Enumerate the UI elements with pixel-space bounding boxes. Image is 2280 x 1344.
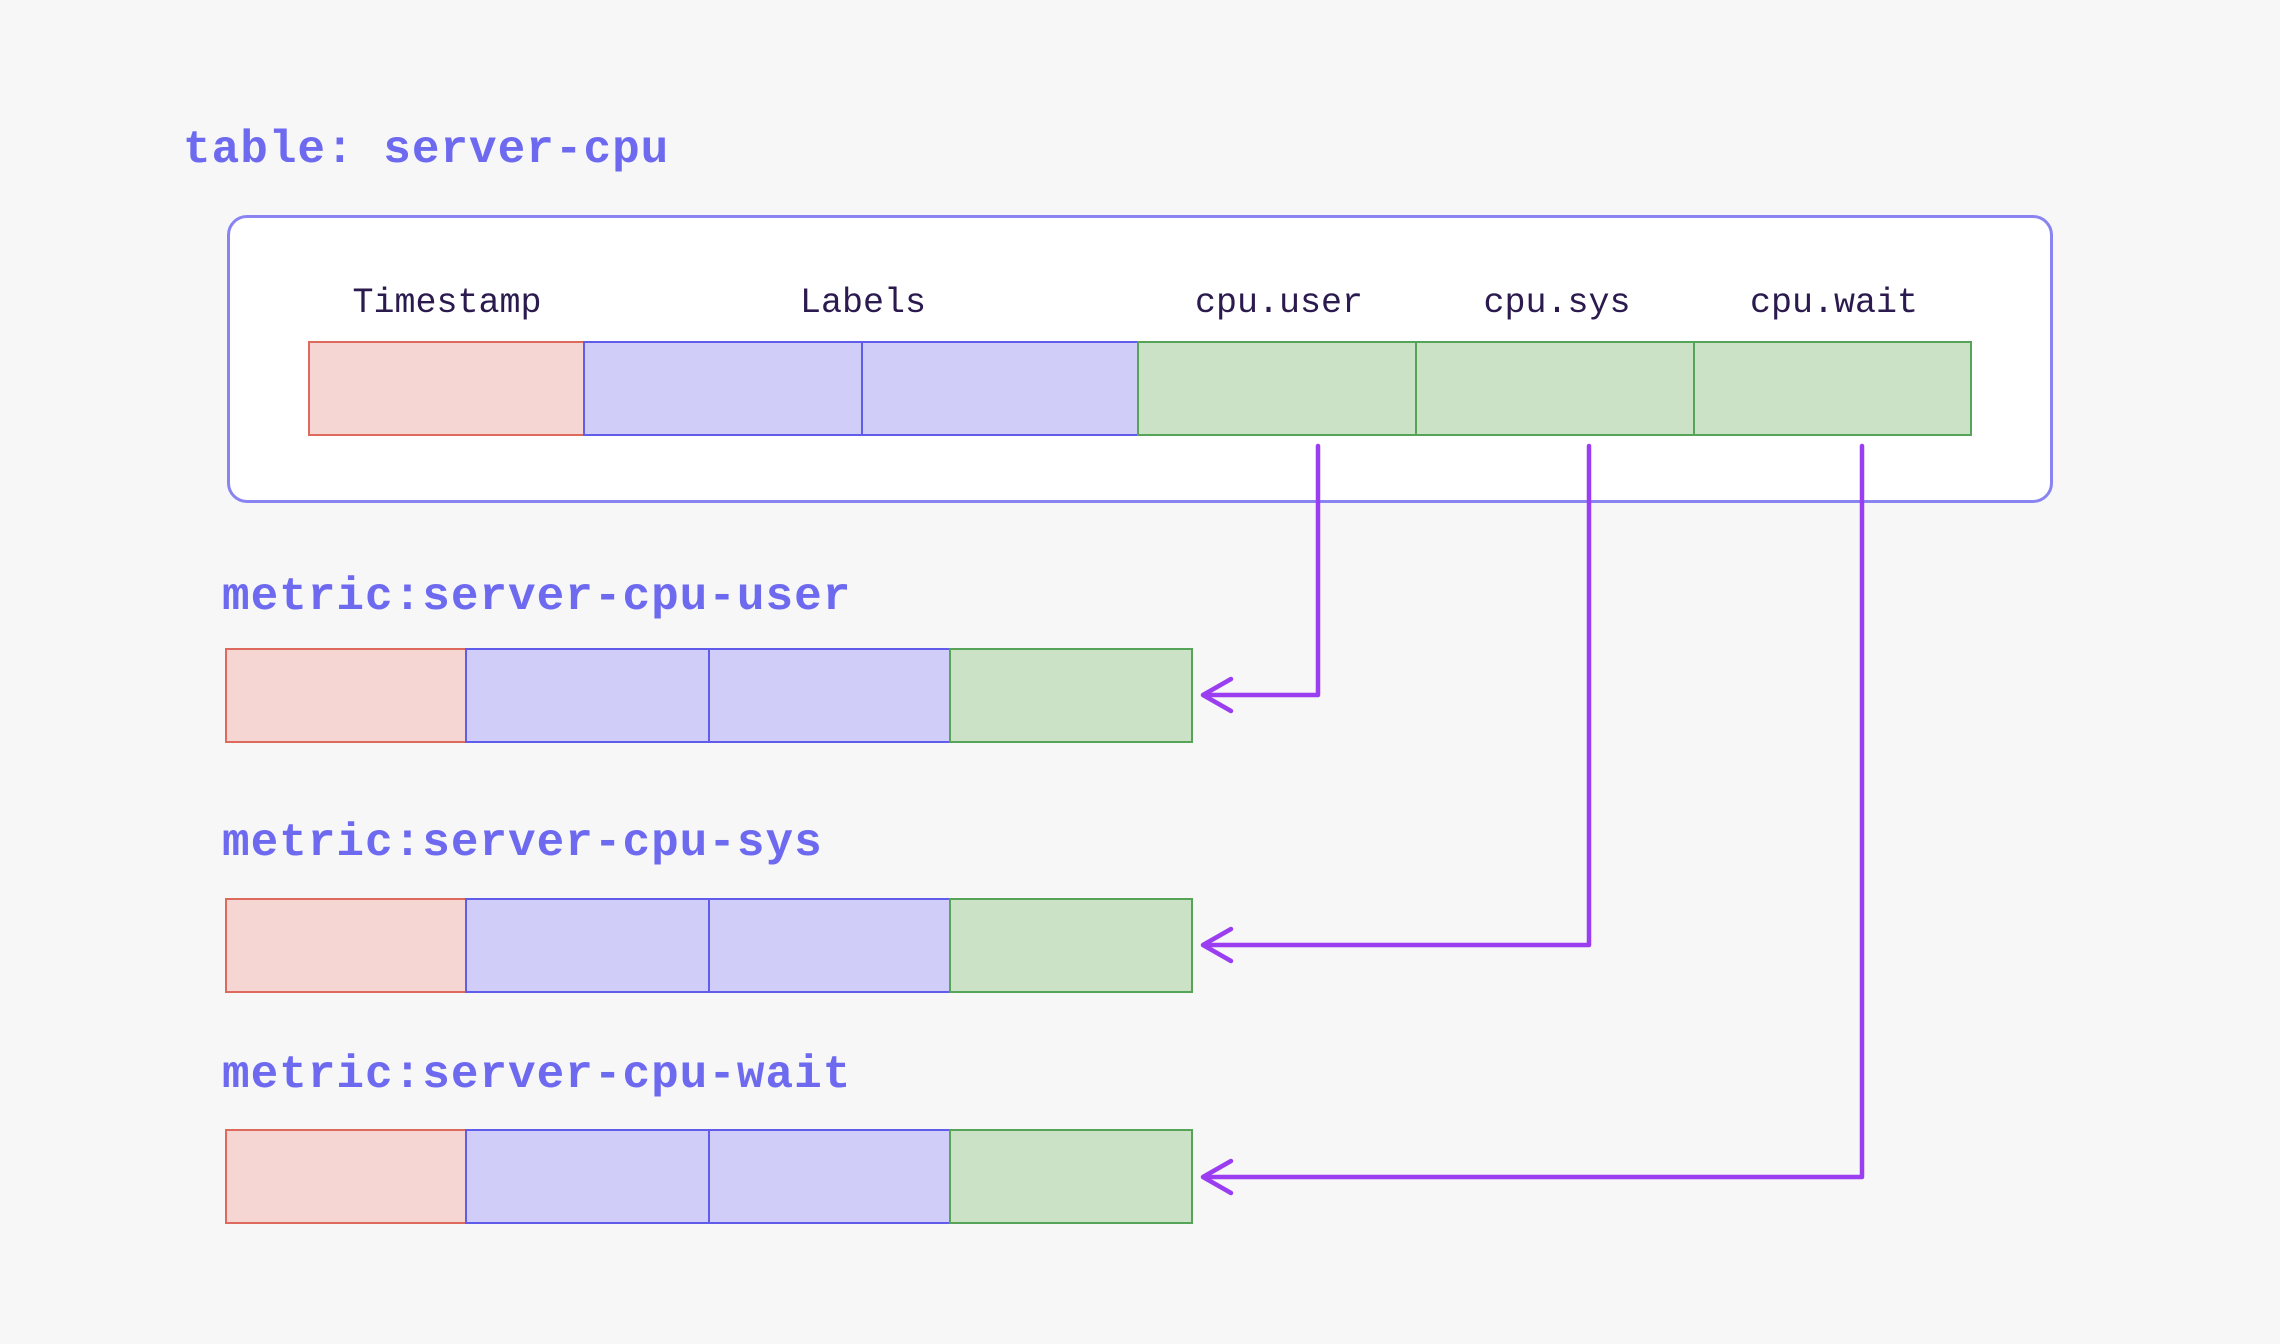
- table-title: table: server-cpu: [183, 124, 670, 176]
- labels-cell: [708, 1129, 951, 1224]
- arrow-cpu-wait-to-metric: [1200, 443, 1865, 1196]
- arrow-cpu-sys-to-metric: [1200, 443, 1592, 964]
- labels-cell: [465, 648, 710, 743]
- timestamp-cell: [225, 898, 467, 993]
- column-header-cpu-user: cpu.user: [1194, 283, 1364, 323]
- labels-cell: [465, 898, 710, 993]
- timestamp-cell: [225, 648, 467, 743]
- cpu-wait-value-cell: [1693, 341, 1972, 436]
- labels-cell: [861, 341, 1139, 436]
- labels-cell: [465, 1129, 710, 1224]
- metric-title-server-cpu-wait: metric:server-cpu-wait: [222, 1049, 852, 1101]
- labels-cell: [708, 898, 951, 993]
- metric-row-server-cpu-user: [225, 648, 1195, 743]
- metric-title-server-cpu-user: metric:server-cpu-user: [222, 571, 852, 623]
- column-header-labels: Labels: [799, 283, 927, 323]
- value-cell: [949, 898, 1193, 993]
- value-cell: [949, 1129, 1193, 1224]
- timestamp-cell: [308, 341, 585, 436]
- table-box: Timestamp Labels cpu.user cpu.sys cpu.wa…: [227, 215, 2053, 503]
- column-header-cpu-sys: cpu.sys: [1483, 283, 1631, 323]
- table-row: [308, 341, 1972, 436]
- cpu-user-value-cell: [1137, 341, 1417, 436]
- value-cell: [949, 648, 1193, 743]
- cpu-sys-value-cell: [1415, 341, 1695, 436]
- metric-row-server-cpu-wait: [225, 1129, 1195, 1224]
- labels-cell: [583, 341, 863, 436]
- labels-cell: [708, 648, 951, 743]
- column-header-timestamp: Timestamp: [352, 283, 542, 323]
- timestamp-cell: [225, 1129, 467, 1224]
- metric-title-server-cpu-sys: metric:server-cpu-sys: [222, 817, 823, 869]
- metric-row-server-cpu-sys: [225, 898, 1195, 993]
- column-header-cpu-wait: cpu.wait: [1749, 283, 1919, 323]
